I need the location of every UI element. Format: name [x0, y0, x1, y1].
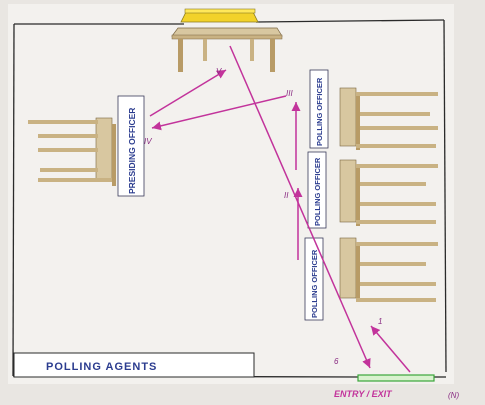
polling-officer-label-2: POLLING OFFICER	[307, 151, 327, 229]
presiding-officer-chair	[28, 117, 116, 186]
ballot-box	[180, 8, 259, 23]
polling-agents-text: POLLING AGENTS	[46, 361, 157, 373]
arrow-ballot-to-exit	[229, 45, 371, 369]
step-1: 1	[378, 317, 382, 326]
polling-officer-text-3: POLLING OFFICER	[310, 249, 319, 318]
polling-officer-chair-1	[339, 87, 438, 150]
polling-officer-label-1: POLLING OFFICER	[309, 69, 329, 149]
entry-exit-text: ENTRY / EXIT	[334, 389, 393, 399]
polling-officer-text-1: POLLING OFFICER	[315, 77, 324, 146]
entry-exit-door: ENTRY / EXIT (N)	[334, 374, 459, 400]
step-6: 6	[334, 357, 339, 366]
polling-officer-text-2: POLLING OFFICER	[313, 157, 322, 226]
arrow-officer-1-to-presiding	[151, 95, 287, 131]
polling-officer-label-3: POLLING OFFICER	[304, 237, 324, 321]
arrow-presiding-to-ballot	[149, 69, 227, 117]
step-3: III	[286, 89, 293, 98]
paper	[8, 4, 454, 384]
step-2: II	[284, 191, 289, 200]
presiding-officer-text: PRESIDING OFFICER	[127, 108, 137, 194]
polling-officer-chair-2	[339, 159, 438, 226]
step-5: V	[216, 67, 222, 76]
voter-flow-arrows	[149, 45, 411, 373]
step-4: IV	[144, 137, 152, 146]
presiding-officer-label: PRESIDING OFFICER	[117, 95, 145, 197]
ballot-table	[171, 27, 283, 72]
polling-officer-chair-3	[339, 237, 438, 302]
polling-agents-area: POLLING AGENTS	[13, 352, 255, 378]
arrow-entry-to-officer-3	[370, 325, 411, 373]
room-walls	[12, 19, 447, 378]
corner-mark: (N)	[448, 391, 459, 400]
